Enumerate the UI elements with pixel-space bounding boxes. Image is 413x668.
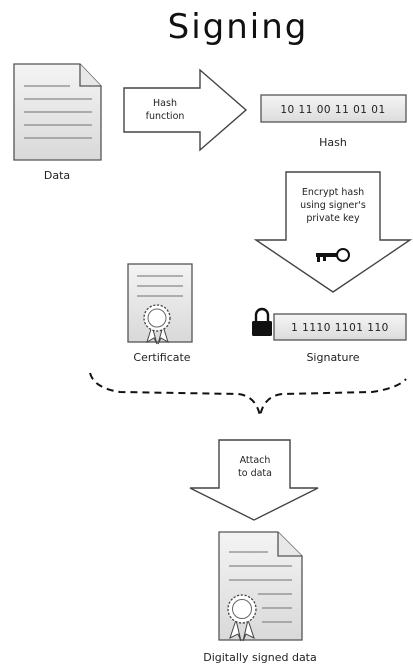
attach-label-line1: Attach	[240, 455, 271, 466]
certificate-icon	[127, 263, 193, 345]
hash-function-label-line1: Hash	[153, 98, 177, 109]
data-label: Data	[44, 169, 70, 182]
hash-function-arrow	[123, 68, 248, 152]
hash-value: 10 11 00 11 01 01	[280, 104, 385, 116]
attach-arrow	[189, 439, 319, 521]
encrypt-label-line2: using signer's	[300, 200, 366, 211]
lock-icon	[252, 307, 272, 336]
diagram-title: Signing	[168, 7, 309, 47]
encrypt-label-line1: Encrypt hash	[302, 187, 364, 198]
hash-box	[260, 94, 407, 123]
key-icon	[316, 248, 350, 262]
encrypt-label-line3: private key	[306, 213, 360, 224]
signed-data-label: Digitally signed data	[203, 651, 317, 664]
encrypt-hash-arrow	[253, 171, 413, 293]
signed-document-icon	[218, 531, 303, 642]
attach-label-line2: to data	[238, 468, 272, 479]
hash-function-label-line2: function	[146, 111, 185, 122]
signature-value: 1 1110 1101 110	[291, 322, 389, 334]
document-icon	[13, 63, 102, 161]
certificate-label: Certificate	[133, 351, 190, 364]
hash-label: Hash	[319, 136, 347, 149]
merge-brace	[89, 372, 407, 417]
signature-label: Signature	[306, 351, 359, 364]
signature-box	[273, 313, 407, 341]
